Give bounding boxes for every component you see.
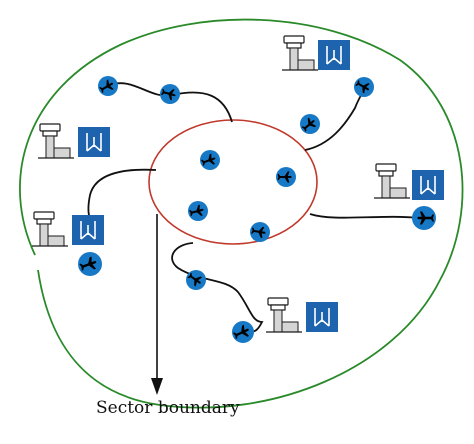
sector-boundary-label: Sector boundary (96, 398, 240, 418)
airplane-icon (231, 321, 254, 343)
airplane-icon (97, 76, 118, 96)
runway-icon (78, 127, 110, 157)
airplane-icon (412, 206, 436, 230)
airport-west (38, 123, 110, 159)
control-tower-icon (374, 163, 410, 199)
control-tower-icon (38, 123, 74, 159)
airplane-icon (78, 252, 102, 276)
control-tower-icon (282, 35, 318, 71)
runway-icon (412, 170, 444, 200)
airplane-icon (250, 222, 270, 242)
airplane-icon (299, 114, 320, 134)
inner-sector-boundary (148, 119, 318, 245)
outer-sector-boundary (19, 18, 464, 409)
airplane-icon (160, 84, 180, 104)
control-tower-icon (266, 297, 302, 333)
airport-south (266, 297, 338, 333)
runway-icon (306, 302, 338, 332)
runway-icon (72, 215, 104, 245)
flight-paths (87, 82, 421, 333)
flight-path-east (309, 213, 421, 219)
airplane-icon (200, 150, 220, 170)
flight-path-south (171, 242, 264, 333)
airplane-icon (353, 77, 374, 97)
airport-south-west (32, 211, 104, 247)
runway-icon (318, 40, 350, 70)
airplane-icon (185, 270, 206, 290)
airplane-icon (276, 167, 296, 187)
airport-north-east (282, 35, 350, 71)
control-tower-icon (32, 211, 68, 247)
airplane-icon (188, 201, 208, 221)
airport-east (374, 163, 444, 200)
sector-boundary-arrow (151, 214, 163, 395)
